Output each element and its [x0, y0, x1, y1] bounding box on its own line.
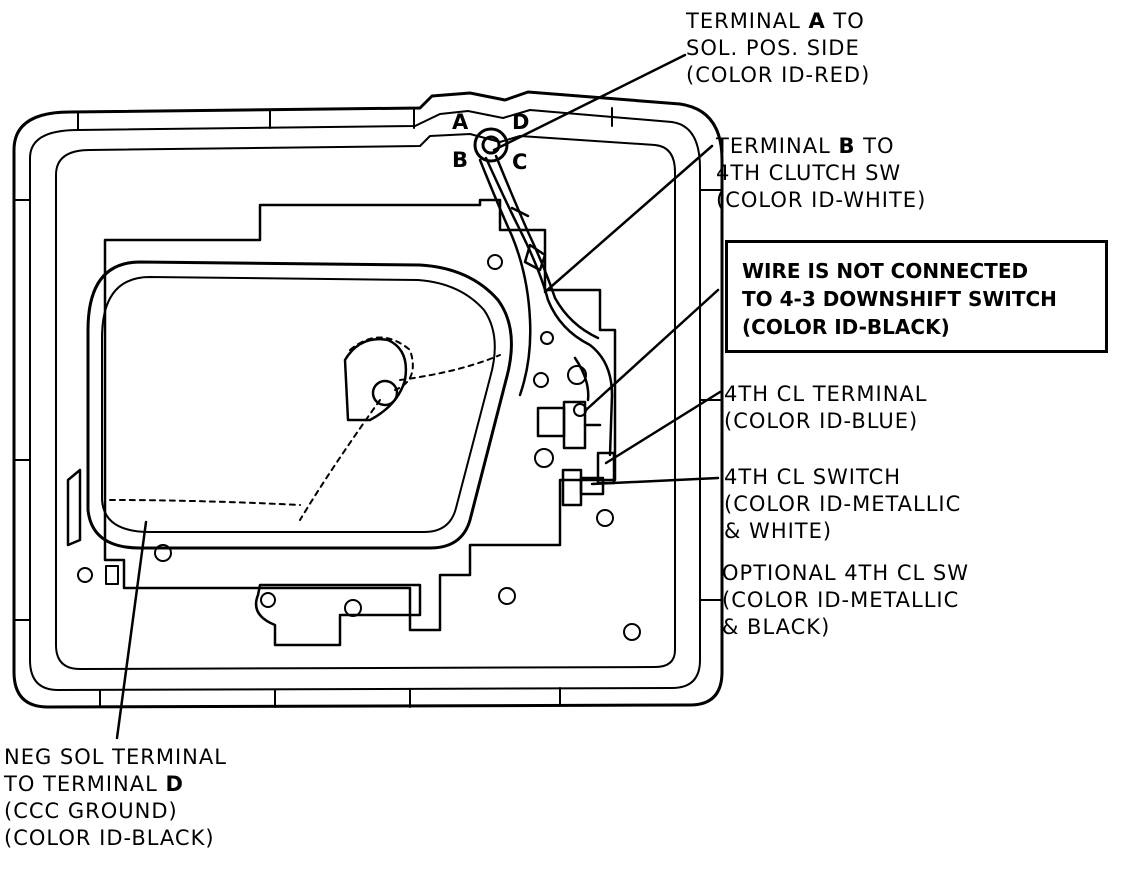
callout-neg-sol: NEG SOL TERMINAL TO TERMINAL D (CCC GROU…	[4, 744, 227, 852]
left-detent	[66, 468, 82, 547]
pin-c-label: C	[512, 150, 528, 174]
callout-wire-not-connected-line1: WIRE IS NOT CONNECTED	[742, 259, 1029, 283]
leader-terminal-a	[492, 53, 687, 152]
pan-inner-body	[55, 133, 676, 670]
callout-optional-sw: OPTIONAL 4TH CL SW (COLOR ID-METALLIC & …	[722, 560, 969, 641]
pin-b-label: B	[452, 148, 469, 172]
callout-optional-sw-line2: (COLOR ID-METALLIC	[722, 588, 960, 612]
hidden-passage-2	[299, 399, 381, 521]
callout-wire-not-connected-line3: (COLOR ID-BLACK)	[742, 315, 950, 339]
callout-terminal-a-suffix: TO	[825, 9, 865, 33]
callout-cl-switch-line2: (COLOR ID-METALLIC	[724, 492, 962, 516]
callout-cl-terminal-line2: (COLOR ID-BLUE)	[724, 409, 919, 433]
pin-a-label: A	[452, 110, 469, 134]
callout-neg-sol-line1: NEG SOL TERMINAL	[4, 745, 227, 769]
callout-neg-sol-line3: (CCC GROUND)	[4, 799, 178, 823]
callout-optional-sw-line1: OPTIONAL 4TH CL SW	[722, 561, 969, 585]
filter-screen-inner	[101, 276, 496, 533]
callout-terminal-b-line2: 4TH CLUTCH SW	[716, 161, 902, 185]
filter-screen-outer	[86, 260, 513, 550]
callout-cl-switch-line3: & WHITE)	[724, 519, 833, 543]
callout-wire-not-connected: WIRE IS NOT CONNECTED TO 4-3 DOWNSHIFT S…	[725, 240, 1108, 353]
callout-cl-terminal: 4TH CL TERMINAL (COLOR ID-BLUE)	[724, 381, 927, 435]
flange-bolt-marks	[13, 107, 723, 708]
callout-neg-sol-letter: D	[165, 772, 184, 796]
left-clip	[105, 565, 119, 585]
leader-neg-sol	[115, 520, 148, 740]
pan-inner-flange	[29, 109, 701, 691]
hidden-passage-1	[399, 354, 501, 381]
center-boss	[343, 337, 408, 422]
callout-cl-switch-line1: 4TH CL SWITCH	[724, 465, 902, 489]
callout-neg-sol-prefix: TO TERMINAL	[4, 772, 166, 796]
callout-cl-switch: 4TH CL SWITCH (COLOR ID-METALLIC & WHITE…	[724, 464, 961, 545]
callout-terminal-a-line2: SOL. POS. SIDE	[686, 36, 860, 60]
leader-cl-terminal	[604, 390, 722, 465]
callout-terminal-a-letter: A	[808, 9, 826, 33]
fourth-clutch-switch-assembly	[536, 400, 616, 507]
leader-lines	[115, 53, 722, 740]
hidden-passage-3	[109, 499, 301, 506]
callout-optional-sw-line3: & BLACK)	[722, 615, 831, 639]
callout-wire-not-connected-line2: TO 4-3 DOWNSHIFT SWITCH	[742, 287, 1057, 311]
callout-terminal-b: TERMINAL B TO 4TH CLUTCH SW (COLOR ID-WH…	[716, 133, 926, 214]
leader-wire-not-connected	[584, 288, 720, 412]
pin-d-label: D	[512, 110, 530, 134]
callout-terminal-b-line3: (COLOR ID-WHITE)	[716, 188, 927, 212]
callout-neg-sol-line4: (COLOR ID-BLACK)	[4, 826, 215, 850]
bolt-heads	[77, 254, 641, 641]
callout-terminal-b-prefix: TERMINAL	[716, 134, 839, 158]
wiring-harness	[478, 154, 614, 457]
case-connector	[473, 127, 509, 163]
valve-body-plate	[103, 198, 617, 632]
callout-terminal-a: TERMINAL A TO SOL. POS. SIDE (COLOR ID-R…	[686, 8, 870, 89]
center-boss-hole	[371, 379, 399, 407]
callout-terminal-b-suffix: TO	[855, 134, 895, 158]
pan-outer-flange	[12, 90, 724, 709]
callout-terminal-a-line3: (COLOR ID-RED)	[686, 63, 871, 87]
callout-cl-terminal-line1: 4TH CL TERMINAL	[724, 382, 928, 406]
lower-bracket	[254, 583, 422, 647]
leader-terminal-b	[543, 144, 714, 294]
leader-cl-switch	[590, 476, 720, 486]
callout-terminal-a-prefix: TERMINAL	[686, 9, 809, 33]
callout-terminal-b-letter: B	[838, 134, 856, 158]
